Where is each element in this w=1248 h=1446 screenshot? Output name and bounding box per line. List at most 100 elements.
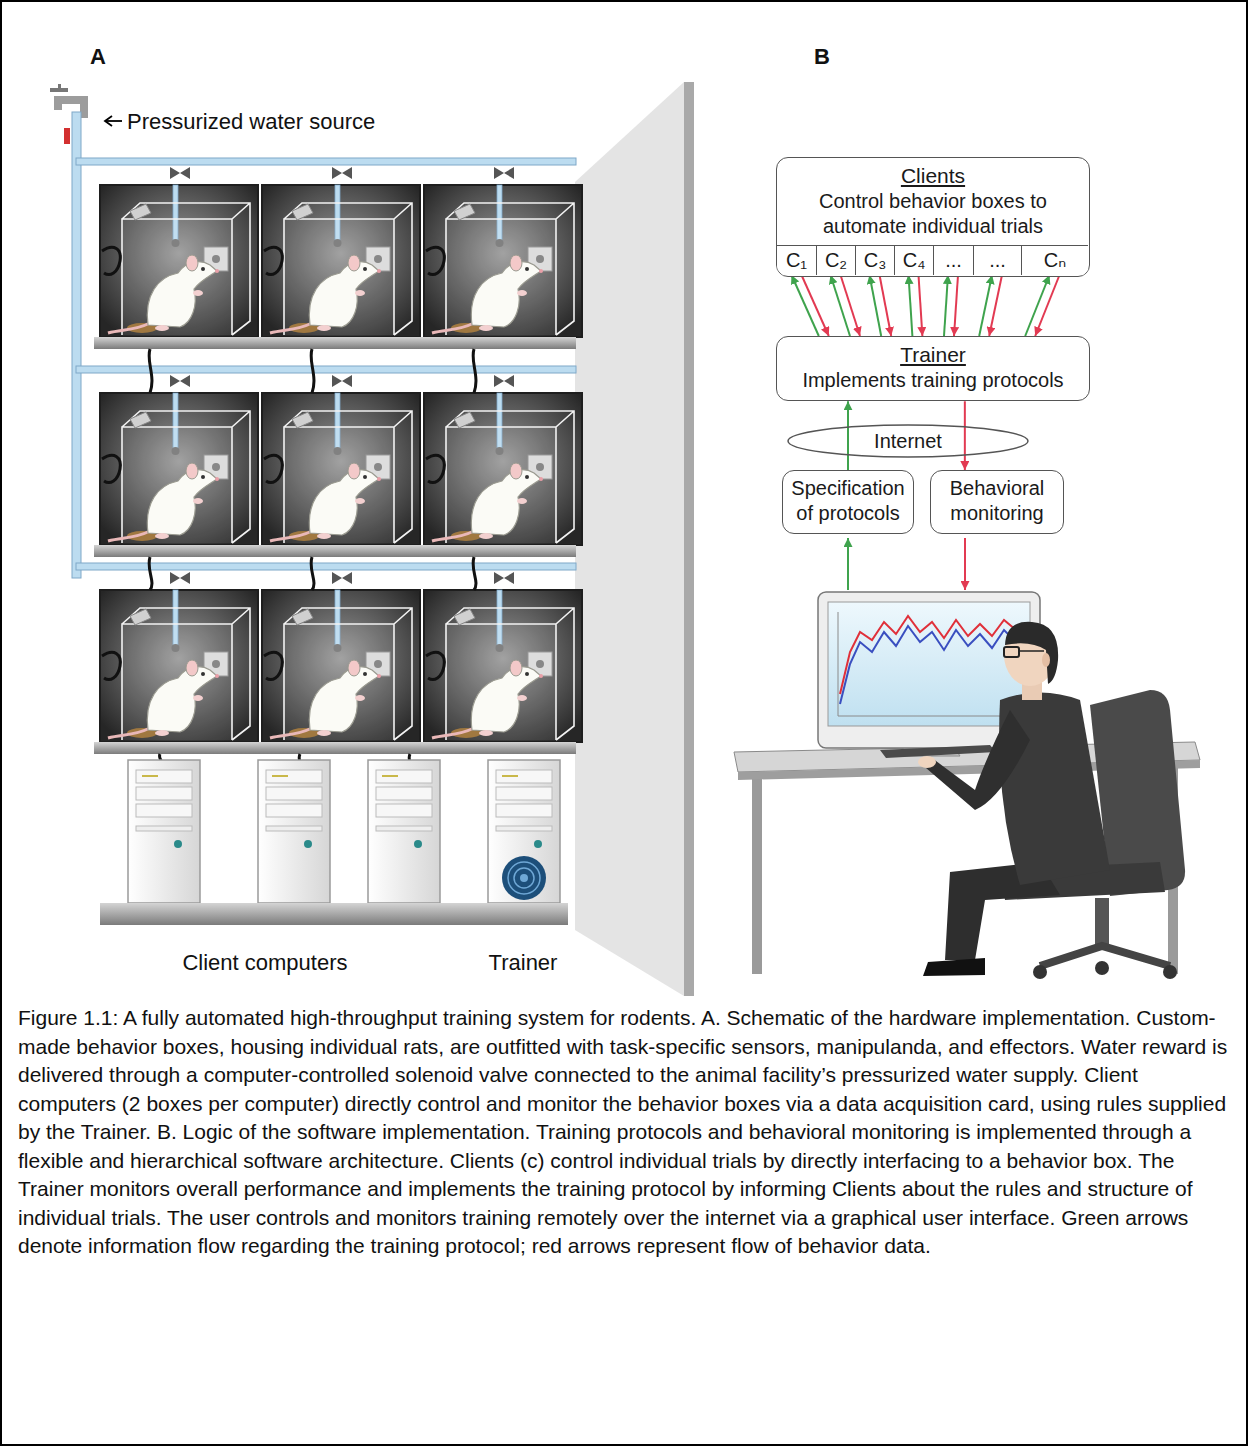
ellipse-outline	[788, 425, 1028, 457]
connector-arrow	[954, 275, 958, 336]
client-cell: ...	[933, 245, 973, 275]
behavior-box-rack	[424, 393, 582, 545]
wall	[575, 82, 694, 996]
behavior-box-rack	[424, 185, 582, 337]
water-pipes	[332, 375, 352, 387]
box-body: Control behavior boxes to automate indiv…	[785, 189, 1081, 239]
client-cell: ...	[973, 245, 1021, 275]
connector-arrow	[964, 401, 966, 470]
behavior-box-rack	[94, 545, 576, 557]
fan-grille	[514, 868, 534, 888]
workstation	[1005, 622, 1058, 684]
box-body: Implements training protocols	[785, 368, 1081, 393]
box-text: Specification of protocols	[791, 476, 905, 526]
box-text: ...	[989, 248, 1006, 273]
behavior-box-rack	[100, 393, 258, 545]
connector-arrow	[979, 275, 992, 336]
fan-grille	[508, 862, 540, 894]
behavior-box-rack	[424, 590, 582, 742]
water-pipes	[105, 116, 112, 126]
connector-arrow	[841, 275, 861, 336]
box-text: Behavioral monitoring	[939, 476, 1055, 526]
computer-shelf	[488, 760, 560, 903]
trainer-box: TrainerImplements training protocols	[776, 336, 1090, 401]
figure-caption: Figure 1.1: A fully automated high-throu…	[18, 1004, 1230, 1261]
water-pipes	[64, 128, 70, 144]
water-pipes	[494, 375, 514, 387]
fan-grille	[520, 874, 528, 882]
workstation	[918, 756, 936, 768]
box-text: ...	[945, 248, 962, 273]
client-cell: C₄	[894, 245, 933, 275]
connector-arrow	[1035, 275, 1059, 336]
workstation	[1042, 653, 1050, 667]
behavior-box-rack	[262, 185, 420, 337]
box-text: C₂	[825, 248, 847, 273]
box-text: C₄	[903, 248, 926, 273]
connector-arrow	[989, 275, 1002, 336]
behavior-box-rack	[94, 185, 582, 754]
connector-arrow	[870, 275, 882, 336]
water-pipes	[76, 158, 576, 165]
workstation	[1163, 965, 1177, 979]
wall	[684, 82, 694, 996]
workstation	[840, 616, 1016, 694]
water-pipes	[58, 84, 61, 92]
computer-shelf	[100, 903, 568, 925]
panel-letter: B	[814, 44, 830, 70]
water-pipes	[170, 167, 190, 179]
fan-grille	[502, 856, 546, 900]
workstation	[964, 538, 966, 590]
wall	[575, 82, 684, 996]
behavior-box-rack	[262, 590, 420, 742]
behavior-box-rack	[100, 590, 258, 742]
computer-shelf	[100, 754, 568, 925]
workstation	[923, 958, 985, 976]
behavior-box-rack	[94, 337, 576, 349]
behavior-box-rack	[262, 393, 420, 545]
part-label: Pressurized water source	[127, 109, 375, 135]
behavior-box-rack	[100, 185, 258, 337]
workstation	[1033, 965, 1047, 979]
connector-arrow	[802, 275, 829, 336]
water-pipes	[332, 572, 352, 584]
part-label: Trainer	[463, 950, 583, 976]
part-label: Client computers	[145, 950, 385, 976]
water-pipes	[72, 112, 81, 578]
workstation	[1004, 647, 1019, 657]
computer-shelf	[258, 760, 330, 903]
computer-shelf	[368, 760, 440, 903]
water-pipes	[170, 375, 190, 387]
fan-grille	[502, 856, 546, 900]
box-text: Cₙ	[1044, 248, 1066, 273]
workstation	[880, 745, 996, 758]
workstation	[1019, 650, 1044, 652]
workstation	[840, 626, 1016, 704]
computer-shelf	[128, 760, 200, 903]
water-pipes	[332, 167, 352, 179]
workstation	[1095, 961, 1109, 975]
box-heading: Clients	[785, 163, 1081, 189]
connector-arrow	[847, 401, 849, 470]
connector-arrow	[909, 275, 913, 336]
client-cell: Cₙ	[1021, 245, 1088, 275]
panel-letter: A	[90, 44, 106, 70]
box-text: C₁	[786, 248, 807, 273]
monitoring-box: Behavioral monitoring	[930, 470, 1064, 534]
workstation	[847, 538, 849, 590]
workstation	[752, 778, 762, 974]
connector-arrow	[1025, 275, 1049, 336]
workstation	[926, 710, 1030, 810]
water-pipes	[494, 167, 514, 179]
box-text: C₃	[864, 248, 887, 273]
water-pipes	[170, 572, 190, 584]
network-ellipse: Internet	[787, 424, 1029, 458]
box-heading: Trainer	[785, 342, 1081, 368]
box-text: Internet	[874, 429, 942, 454]
protocol-box: Specification of protocols	[782, 470, 914, 534]
connector-arrow	[944, 275, 948, 336]
water-pipes	[494, 572, 514, 584]
